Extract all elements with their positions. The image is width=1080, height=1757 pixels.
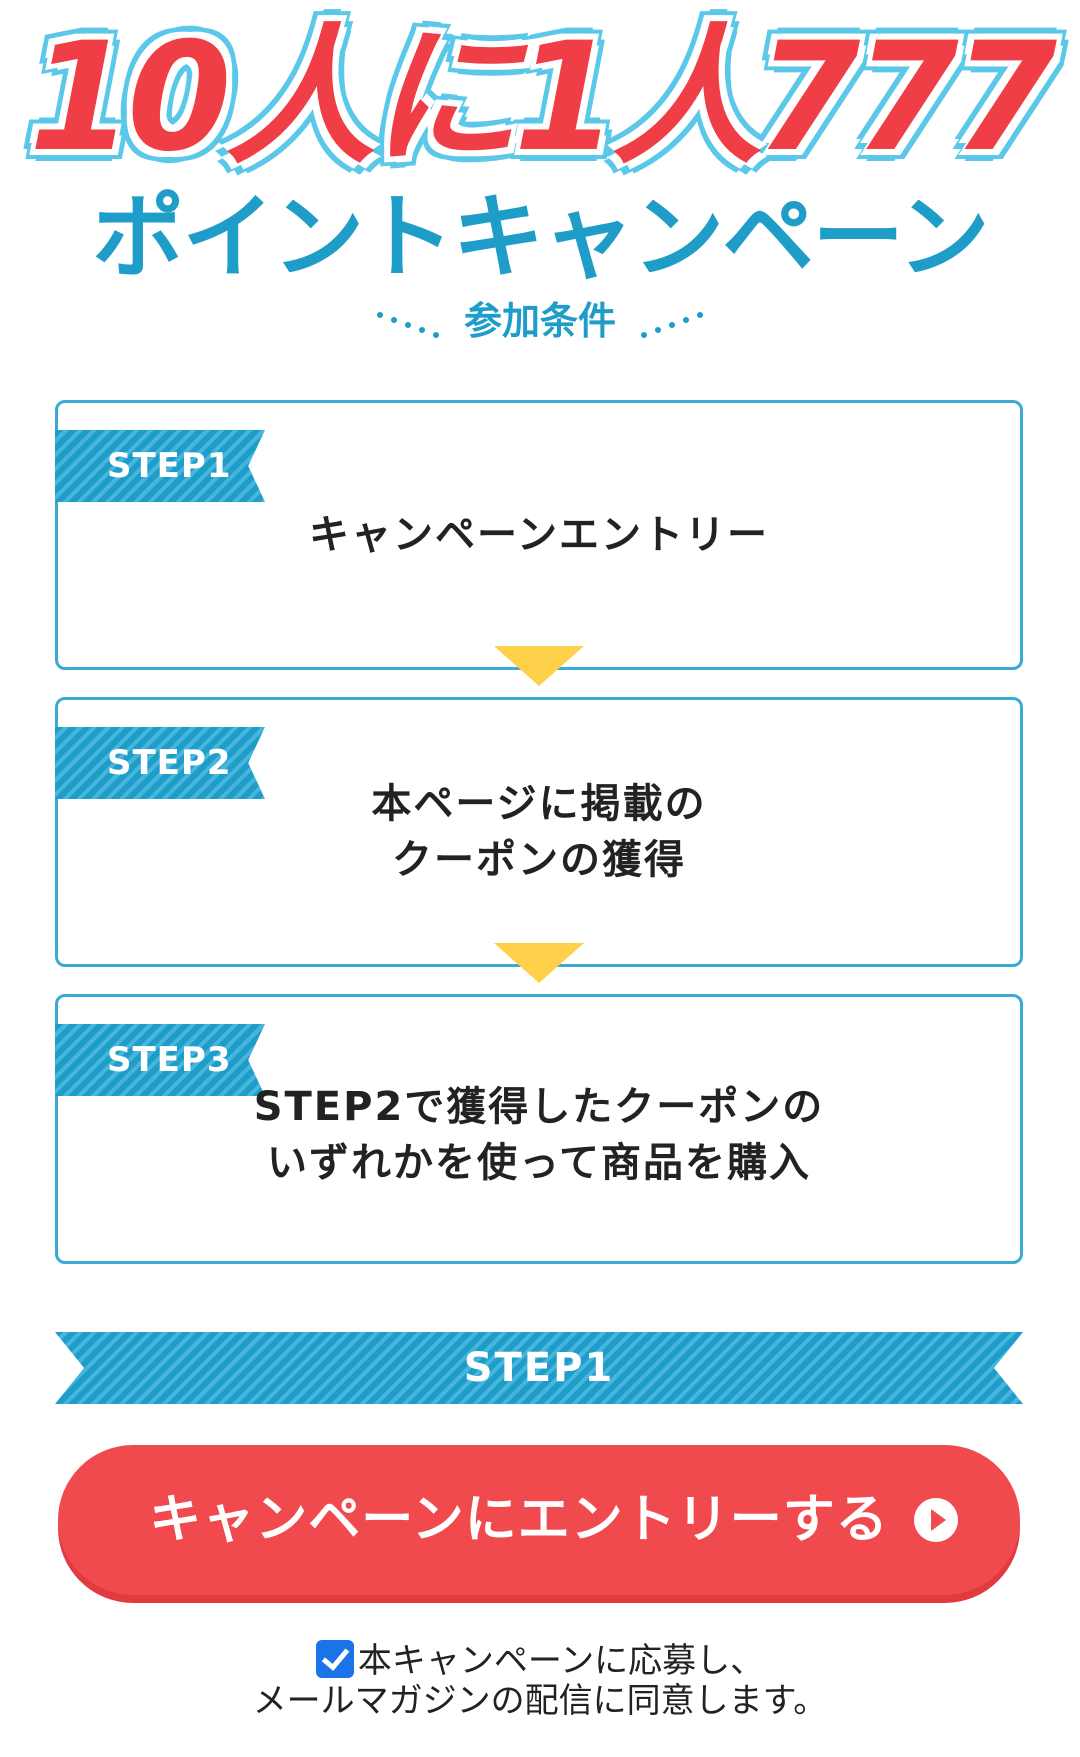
step-text-line: いずれかを使って商品を購入 [266, 1140, 811, 1186]
newsletter-consent: 本キャンペーンに応募し、 メールマガジンの配信に同意します。 [0, 1640, 1080, 1721]
play-circle-icon [914, 1498, 958, 1542]
step-text-line: STEP2で獲得したクーポンの [253, 1084, 825, 1130]
step-arrow-down-icon [494, 943, 584, 983]
consent-checkbox[interactable] [315, 1640, 354, 1678]
consent-text-line1: 本キャンペーンに応募し、 [357, 1641, 765, 1681]
step-text-line: クーポンの獲得 [391, 837, 686, 883]
left-dots-decoration [376, 311, 439, 338]
right-dots-decoration [641, 311, 703, 338]
step-text-line: 本ページに掲載の [371, 781, 707, 827]
hero-title: ポイントキャンペーン [92, 184, 989, 291]
step-badge: STEP2 [55, 727, 265, 799]
campaign-entry-button[interactable]: キャンペーンにエントリーする [58, 1445, 1020, 1595]
consent-text-line2: メールマガジンの配信に同意します。 [252, 1681, 828, 1721]
entry-button-label: キャンペーンにエントリーする [149, 1491, 889, 1549]
step-arrow-down-icon [494, 646, 584, 686]
hero-subtitle: 参加条件 [463, 299, 616, 343]
step-card-1: STEP1 キャンペーンエントリー [55, 400, 1023, 670]
entry-step-banner: STEP1 [55, 1332, 1023, 1404]
step-description: キャンペーンエントリー [58, 403, 1020, 667]
hero-subtitle-row: 参加条件 [0, 296, 1080, 346]
step-card-3: STEP3 STEP2で獲得したクーポンの いずれかを使って商品を購入 [55, 994, 1023, 1264]
step-badge: STEP1 [55, 430, 265, 502]
step-description: 本ページに掲載の クーポンの獲得 [58, 700, 1020, 964]
step-description: STEP2で獲得したクーポンの いずれかを使って商品を購入 [58, 997, 1020, 1261]
step-badge: STEP3 [55, 1024, 265, 1096]
step-text-line: キャンペーンエントリー [309, 512, 769, 558]
campaign-hero: 10人に1人777 ポイントキャンペーン 参加条件 [0, 0, 1080, 370]
hero-headline: 10人に1人777 [28, 11, 1057, 185]
step-card-2: STEP2 本ページに掲載の クーポンの獲得 [55, 697, 1023, 967]
